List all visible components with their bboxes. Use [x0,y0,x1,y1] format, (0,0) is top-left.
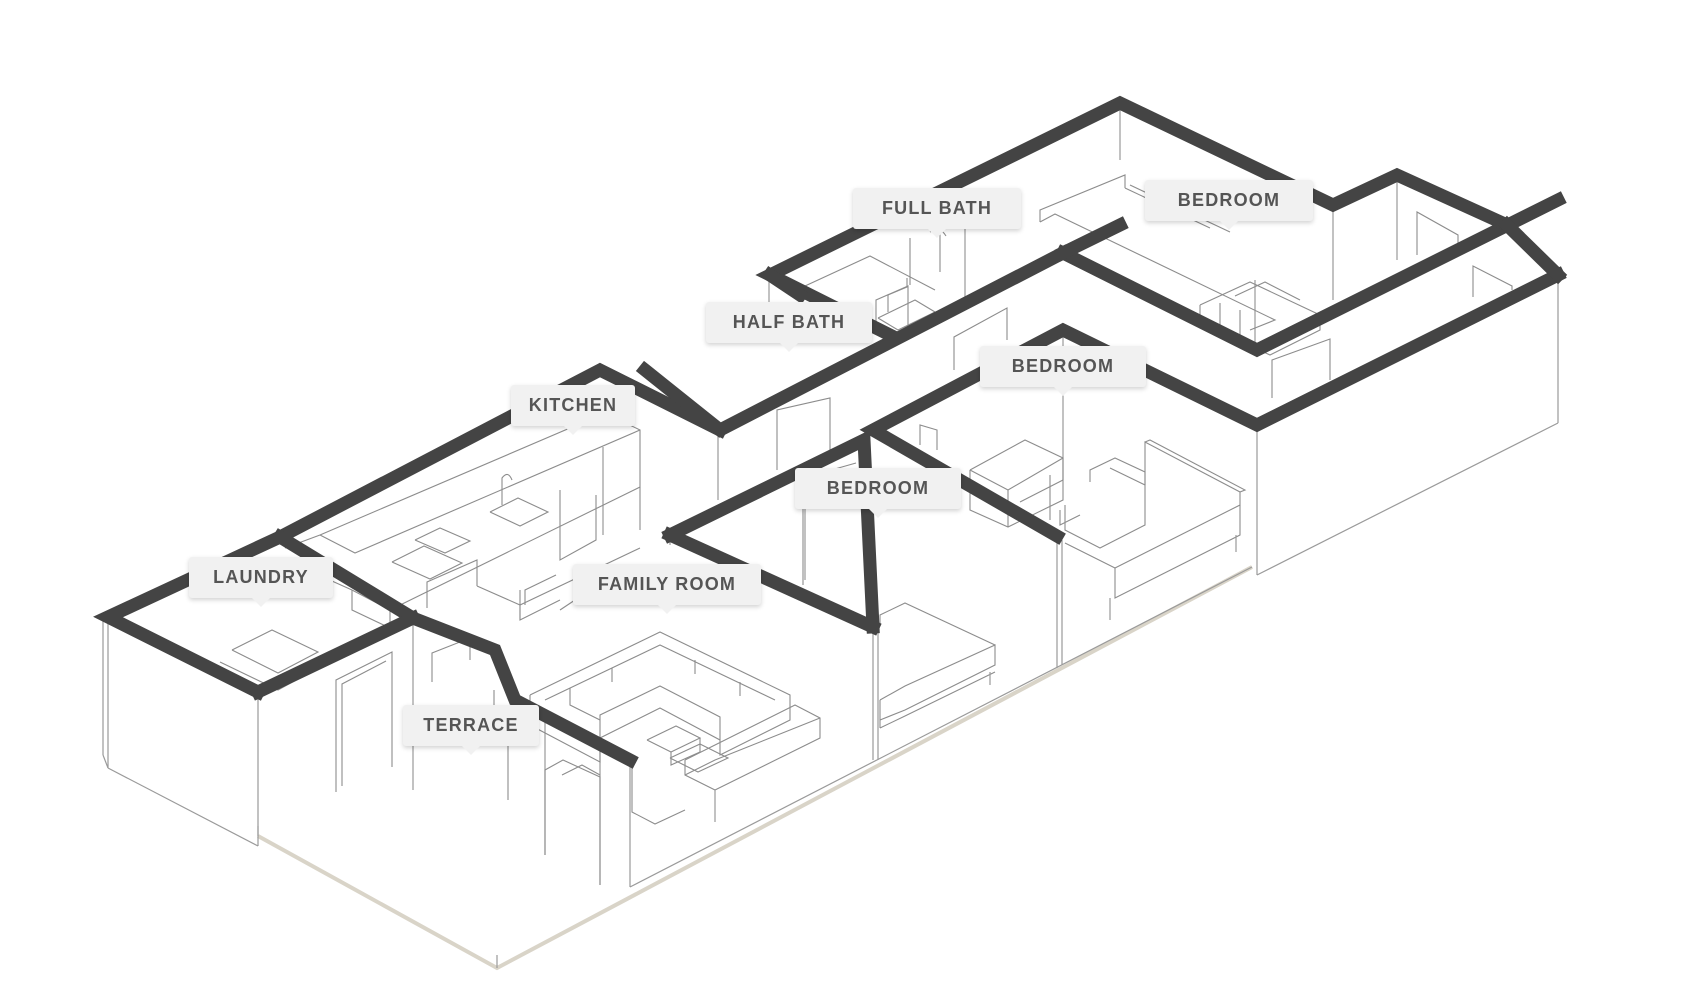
middle-bedroom-furniture [969,439,1247,620]
label-half-bath: HALF BATH [706,302,872,352]
label-bedroom-middle: BEDROOM [980,346,1146,396]
label-laundry: LAUNDRY [189,557,333,607]
label-terrace: TERRACE [403,705,539,755]
label-bedroom-front: BEDROOM [795,468,961,518]
wall-faces [102,103,1559,888]
family-room-sofa [519,574,821,825]
label-bedroom-master: BEDROOM [1145,180,1313,230]
label-family-room: FAMILY ROOM [573,564,761,614]
label-full-bath: FULL BATH [853,188,1021,238]
front-bedroom-bed [879,602,996,729]
label-kitchen: KITCHEN [511,385,635,435]
walls [93,95,1568,769]
doors [335,211,1513,885]
